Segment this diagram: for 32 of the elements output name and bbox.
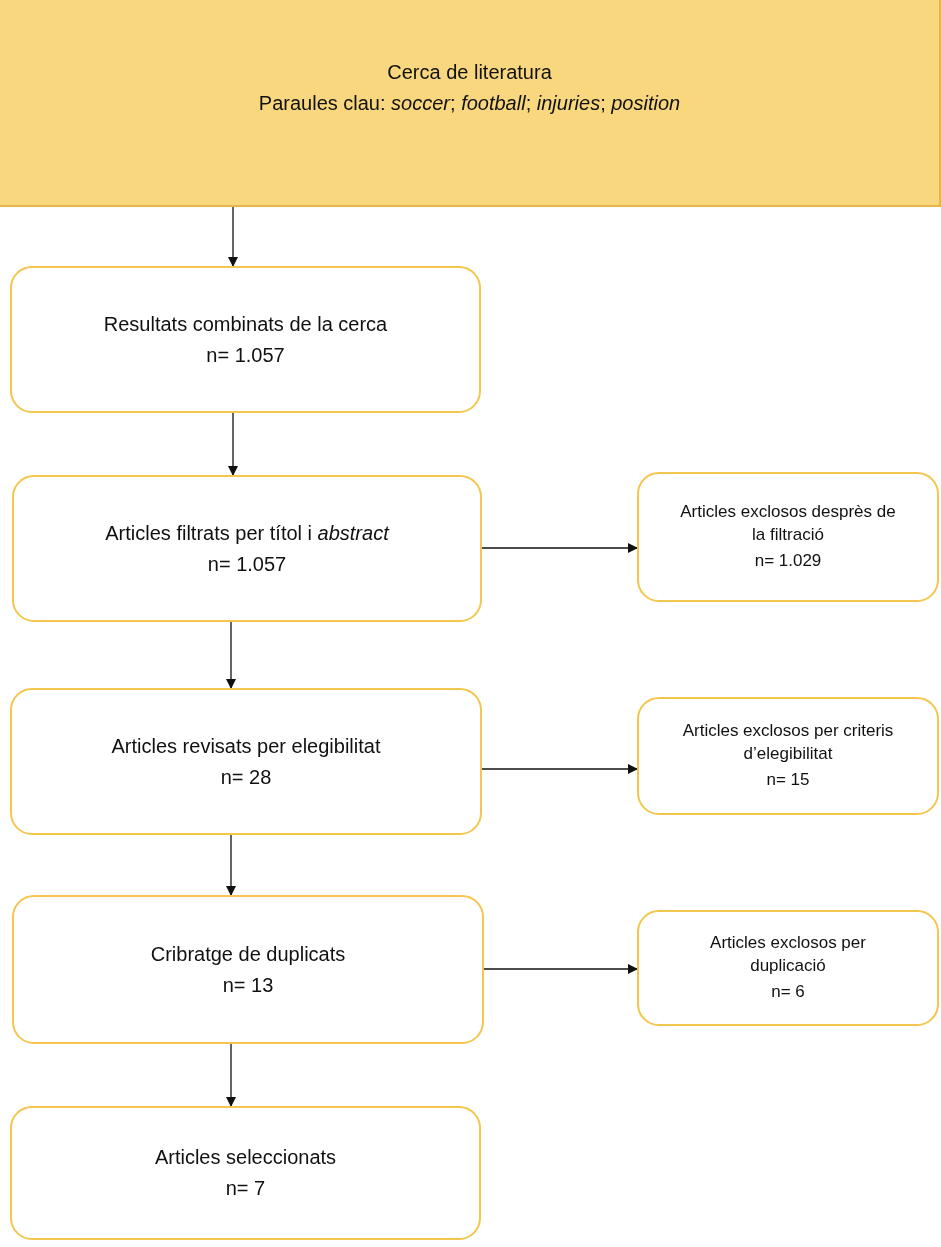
box-title: Cribratge de duplicats: [150, 941, 346, 967]
arrow: [226, 621, 236, 689]
process-box: [637, 697, 939, 815]
box-text: n= 1.057: [207, 551, 287, 577]
arrow: [226, 834, 236, 896]
process-box: [10, 266, 481, 413]
box-title: Articles filtrats per títol i abstract: [105, 520, 389, 546]
process-box: [637, 910, 939, 1026]
arrow: [228, 206, 238, 267]
arrow: [483, 964, 638, 974]
box-text: n= 28: [220, 764, 272, 790]
box-text: n= 13: [222, 972, 274, 998]
box-title: Articles seleccionats: [154, 1145, 337, 1170]
box-text: Paraules clau: soccer; football; injuries; position: [258, 90, 681, 116]
box-text: n= 7: [225, 1176, 266, 1201]
box-text: n= 15: [766, 769, 810, 792]
process-box: [12, 895, 484, 1044]
box-title: Articles revisats per elegibilitat: [111, 733, 381, 759]
arrow: [228, 412, 238, 476]
box-title: Cerca de literatura: [387, 59, 552, 85]
box-text: n= 1.057: [206, 342, 285, 368]
process-box: [637, 472, 939, 602]
arrow: [226, 1043, 236, 1107]
arrow: [481, 764, 638, 774]
box-title: Resultats combinats de la cerca: [103, 311, 388, 337]
arrow: [481, 543, 638, 553]
process-box: [10, 688, 482, 835]
box-text: n= 1.029: [754, 550, 822, 573]
process-box: [12, 475, 482, 622]
process-box: [10, 1106, 481, 1240]
search-box: [0, 0, 941, 207]
box-text: n= 6: [771, 981, 805, 1004]
